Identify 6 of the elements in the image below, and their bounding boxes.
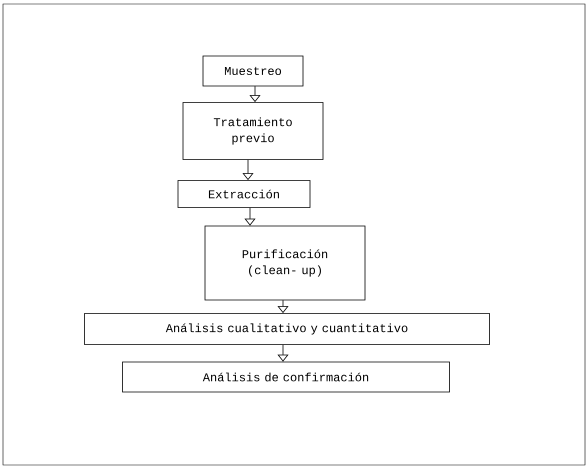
process-box: Tratamiento previo: [182, 102, 324, 160]
process-box: Purificación (clean- up): [204, 226, 366, 300]
process-box: Análisis de confirmación: [122, 362, 450, 392]
process-box: Análisis cualitativo y cuantitativo: [84, 313, 490, 345]
process-box: Muestreo: [202, 56, 304, 86]
process-box: Extracción: [178, 180, 310, 208]
